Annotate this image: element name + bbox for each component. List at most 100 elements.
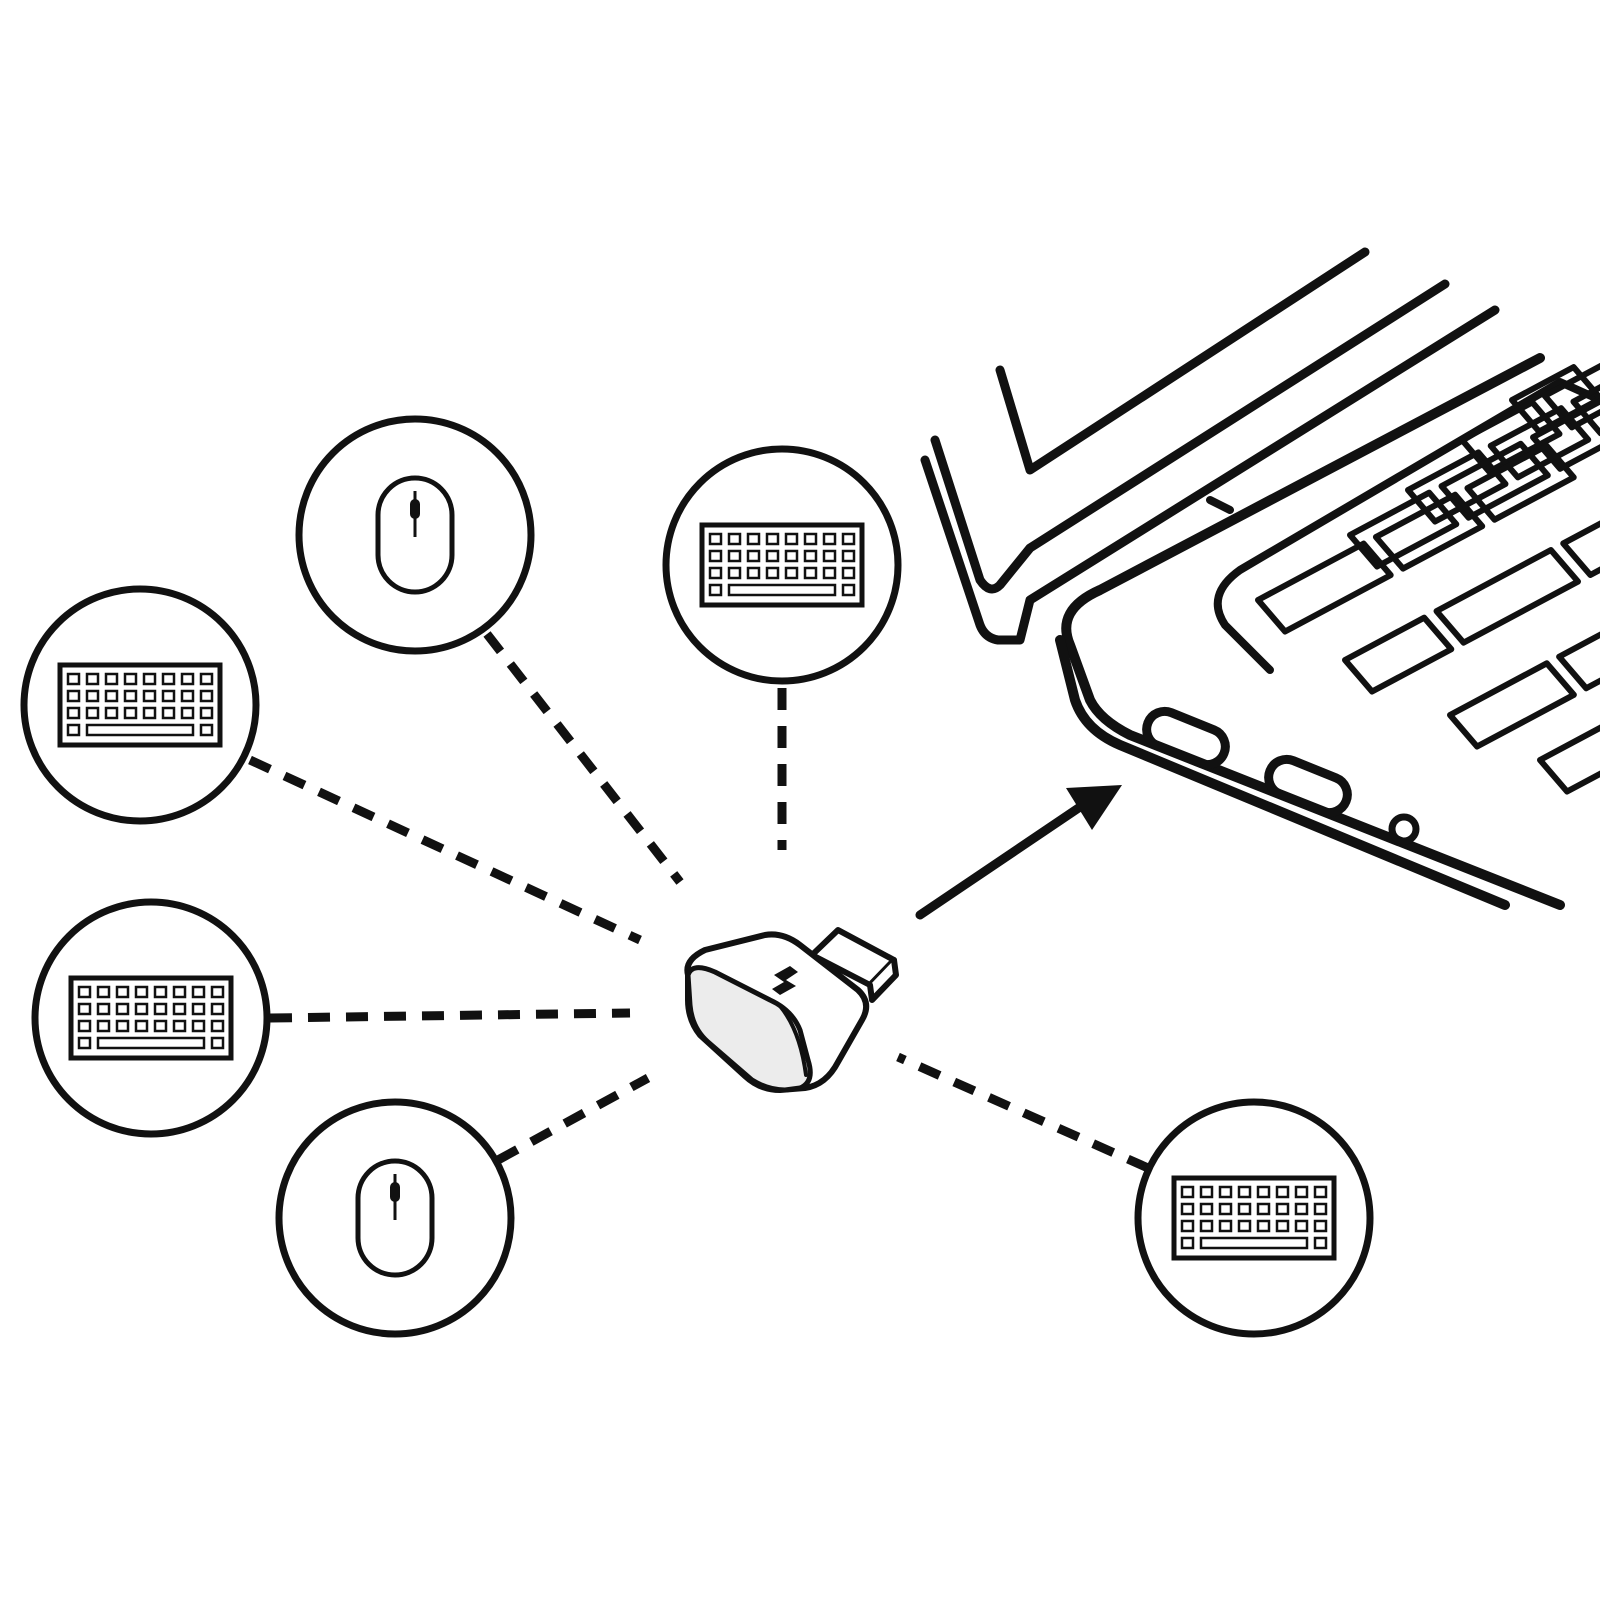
keyboard-key (784, 532, 799, 546)
receiver-plug-side (867, 957, 899, 1003)
keyboard-key (1199, 1219, 1214, 1233)
keyboard-key (1180, 1236, 1195, 1250)
laptop-key (1347, 489, 1460, 570)
keyboard-key (1180, 1202, 1195, 1216)
mouse-wheel (390, 1182, 400, 1202)
keyboard-key (96, 1019, 111, 1033)
keyboard-key (96, 1002, 111, 1016)
keyboard-key (172, 1002, 187, 1016)
laptop-key (1255, 540, 1394, 635)
laptop-keys (1255, 362, 1600, 795)
laptop-key (1509, 364, 1600, 435)
keyboard-key (1294, 1185, 1309, 1199)
keyboard-key (153, 1002, 168, 1016)
laptop-hinge (1206, 496, 1234, 514)
device-node-keyboard (20, 585, 260, 825)
arrow-head (1066, 785, 1122, 830)
keyboard-key (727, 566, 742, 580)
laptop-base-top (1061, 353, 1565, 910)
laptop-key (1560, 520, 1600, 578)
keyboard-key (210, 1019, 225, 1033)
keyboard-key (66, 689, 81, 703)
keyboard-key (153, 985, 168, 999)
keyboard-spacebar (96, 1036, 206, 1050)
keyboard-key (66, 672, 81, 686)
keyboard-key (708, 583, 723, 597)
keyboard-key (172, 985, 187, 999)
keyboard-spacebar (727, 583, 837, 597)
dashed-connection-line (269, 1008, 631, 1023)
keyboard-icon (699, 522, 865, 608)
device-node-mouse (295, 415, 535, 655)
keyboard-key (1199, 1185, 1214, 1199)
logi-bolt-icon (772, 966, 798, 995)
device-node-keyboard (31, 898, 271, 1138)
keyboard-key (199, 723, 214, 737)
keyboard-key (746, 566, 761, 580)
keyboard-key (841, 532, 856, 546)
keyboard-icon (1171, 1175, 1337, 1261)
laptop-keyboard-tray (1213, 378, 1600, 674)
keyboard-key (727, 549, 742, 563)
laptop-key (1433, 547, 1582, 646)
laptop-base-side (1055, 635, 1510, 910)
keyboard-key (708, 532, 723, 546)
keyboard-key (822, 532, 837, 546)
keyboard-key (1313, 1236, 1328, 1250)
keyboard-key (1313, 1185, 1328, 1199)
keyboard-key (85, 672, 100, 686)
laptop-key (1464, 442, 1577, 523)
keyboard-key (123, 689, 138, 703)
laptop-key (1537, 724, 1600, 795)
keyboard-key (115, 985, 130, 999)
keyboard-key (1294, 1202, 1309, 1216)
keyboard-key (123, 672, 138, 686)
keyboard-key (180, 689, 195, 703)
keyboard-key (104, 706, 119, 720)
device-node-mouse (275, 1098, 515, 1338)
keyboard-spacebar (1199, 1236, 1309, 1250)
keyboard-key (822, 566, 837, 580)
keyboard-key (1180, 1185, 1195, 1199)
laptop-icon (920, 247, 1600, 910)
keyboard-outline (1171, 1175, 1337, 1261)
keyboard-key (210, 1036, 225, 1050)
keyboard-key (180, 672, 195, 686)
keyboard-key (765, 566, 780, 580)
laptop-lid-edge (930, 279, 1450, 594)
keyboard-key (115, 1019, 130, 1033)
keyboard-key (115, 1002, 130, 1016)
keyboard-key (1275, 1202, 1290, 1216)
keyboard-key (134, 1002, 149, 1016)
mouse-icon (355, 1158, 435, 1278)
laptop-lid-bottom-edge (920, 305, 1500, 645)
keyboard-key (199, 689, 214, 703)
keyboard-key (841, 583, 856, 597)
keyboard-key (142, 672, 157, 686)
keyboard-key (1275, 1219, 1290, 1233)
keyboard-key (142, 706, 157, 720)
keyboard-key (161, 672, 176, 686)
keyboard-key (191, 1019, 206, 1033)
keyboard-key (803, 549, 818, 563)
keyboard-key (1218, 1185, 1233, 1199)
arrow-icon (915, 785, 1122, 920)
keyboard-key (104, 689, 119, 703)
device-node-keyboard (662, 445, 902, 685)
keyboard-key (765, 549, 780, 563)
keyboard-key (746, 532, 761, 546)
keyboard-icon (57, 662, 223, 748)
keyboard-key (134, 1019, 149, 1033)
keyboard-outline (57, 662, 223, 748)
arrow-shaft (915, 802, 1085, 920)
keyboard-key (191, 985, 206, 999)
keyboard-key (841, 549, 856, 563)
dashed-connection-line (483, 631, 684, 885)
keyboard-key (746, 549, 761, 563)
keyboard-icon (68, 975, 234, 1061)
keyboard-key (1256, 1185, 1271, 1199)
laptop-key (1570, 384, 1600, 437)
keyboard-key (1294, 1219, 1309, 1233)
laptop-key (1530, 398, 1600, 472)
